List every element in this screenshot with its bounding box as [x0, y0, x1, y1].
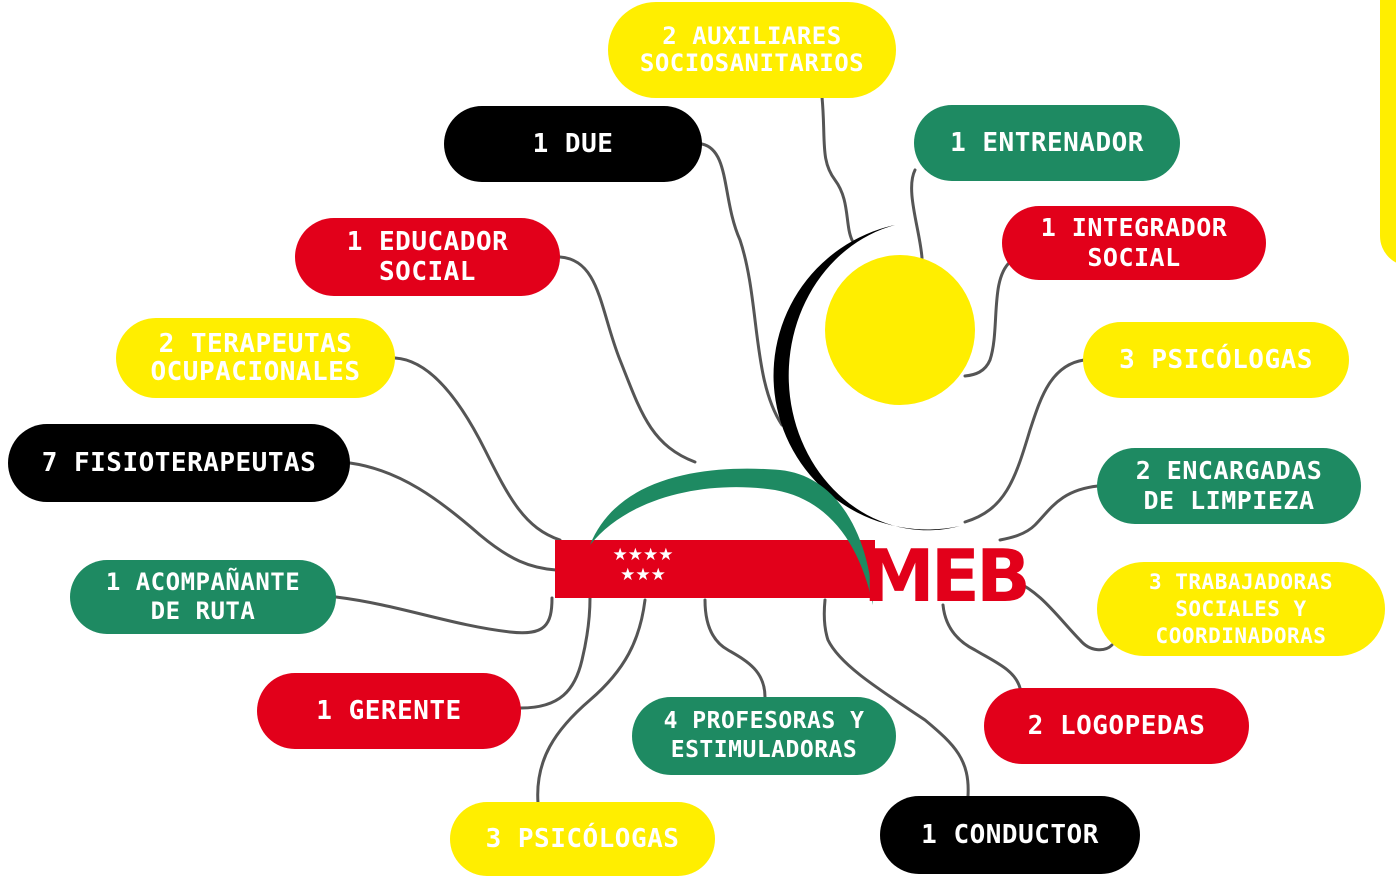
node-psicologas-top: 3 PSICÓLOGAS — [1083, 322, 1349, 398]
connector-trabajadoras — [1010, 578, 1114, 652]
connector-auxiliares — [820, 95, 854, 242]
node-encargadas-limpieza: 2 ENCARGADAS DE LIMPIEZA — [1097, 448, 1361, 524]
connector-due — [700, 142, 784, 427]
connector-psicologas-bottom — [536, 598, 647, 805]
corner-yellow-shape — [1380, 0, 1396, 266]
node-acompanante-ruta: 1 ACOMPAÑANTE DE RUTA — [70, 560, 336, 634]
connector-logopedas — [941, 603, 1022, 690]
connector-integrador — [963, 260, 1012, 378]
connector-terapeutas — [393, 356, 562, 542]
connector-entrenador — [910, 168, 924, 260]
node-psicologas-bottom: 3 PSICÓLOGAS — [450, 802, 715, 876]
logo-yellow-sun — [825, 255, 975, 405]
connector-limpieza — [998, 484, 1100, 542]
connector-gerente — [519, 596, 592, 710]
node-educador-social: 1 EDUCADOR SOCIAL — [295, 218, 560, 296]
node-gerente: 1 GERENTE — [257, 673, 521, 749]
node-logopedas: 2 LOGOPEDAS — [984, 688, 1249, 764]
connector-profesoras — [703, 598, 767, 699]
node-integrador-social: 1 INTEGRADOR SOCIAL — [1002, 206, 1266, 280]
node-entrenador: 1 ENTRENADOR — [914, 105, 1180, 181]
node-profesoras-estimuladoras: 4 PROFESORAS Y ESTIMULADORAS — [632, 697, 896, 775]
connector-acompanante — [334, 595, 554, 635]
node-fisioterapeutas: 7 FISIOTERAPEUTAS — [8, 424, 350, 502]
connector-conductor — [822, 598, 970, 798]
node-terapeutas-ocupacionales: 2 TERAPEUTAS OCUPACIONALES — [116, 318, 395, 398]
node-due: 1 DUE — [444, 106, 702, 182]
node-conductor: 1 CONDUCTOR — [880, 796, 1140, 874]
logo-meb-text: MEB — [863, 534, 1027, 618]
connector-lines — [334, 95, 1114, 805]
node-trabajadoras-sociales: 3 TRABAJADORAS SOCIALES Y COORDINADORAS — [1097, 562, 1385, 656]
central-logo: ★★★★★★★ MEB — [555, 225, 1031, 618]
node-auxiliares-sociosanitarios: 2 AUXILIARES SOCIOSANITARIOS — [608, 2, 896, 98]
logo-red-band — [555, 540, 875, 598]
connector-educador — [558, 255, 697, 464]
connector-psicologas-top — [963, 358, 1086, 524]
connector-fisioterapeutas — [348, 461, 558, 572]
logo-stars: ★★★★★★★ — [613, 545, 674, 585]
